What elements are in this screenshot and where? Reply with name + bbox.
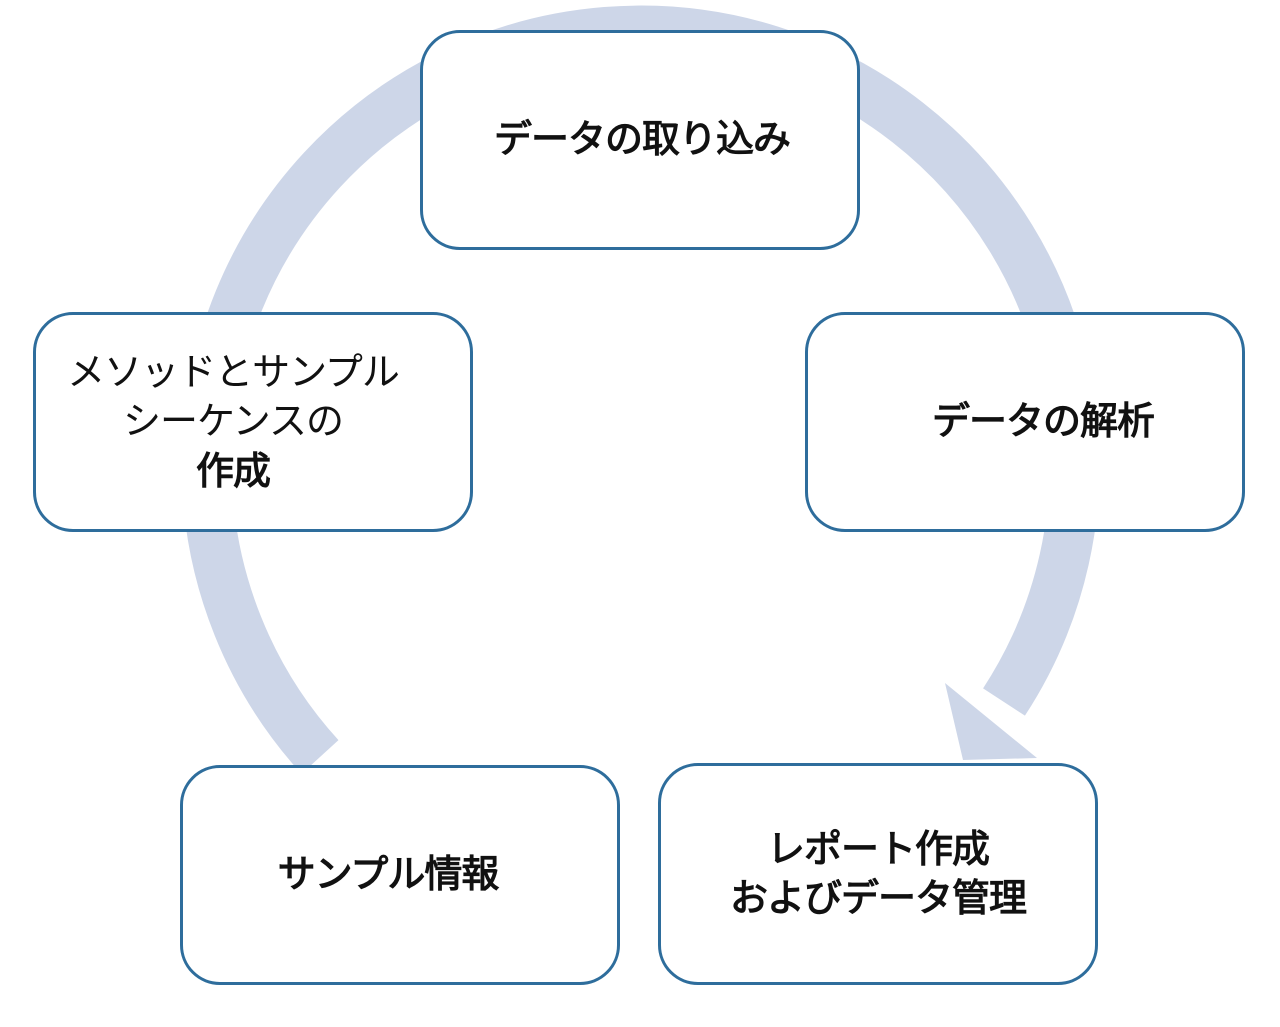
step-data-analysis-label: データの解析 [931, 399, 1155, 444]
step-sample-information: サンプル情報 [180, 765, 620, 985]
step-sample-label: サンプル情報 [277, 852, 500, 897]
step-data-import-label: データの取り込み [493, 117, 791, 162]
step-method-label-line-2: シーケンスの [122, 399, 344, 444]
step-method-label-line-3: 作成 [195, 448, 271, 493]
cycle-arrowhead [945, 683, 1037, 760]
step-data-analysis: データの解析 [805, 312, 1245, 532]
step-data-import: データの取り込み [420, 30, 860, 250]
step-report-and-data-management: レポート作成 およびデータ管理 [658, 763, 1098, 985]
step-report-label-line-2: およびデータ管理 [729, 876, 1027, 920]
step-method-and-sequence-creation: メソッドとサンプル シーケンスの 作成 [33, 312, 473, 532]
step-report-label-line-1: レポート作成 [766, 826, 990, 871]
step-method-label-line-1: メソッドとサンプル [67, 349, 400, 394]
